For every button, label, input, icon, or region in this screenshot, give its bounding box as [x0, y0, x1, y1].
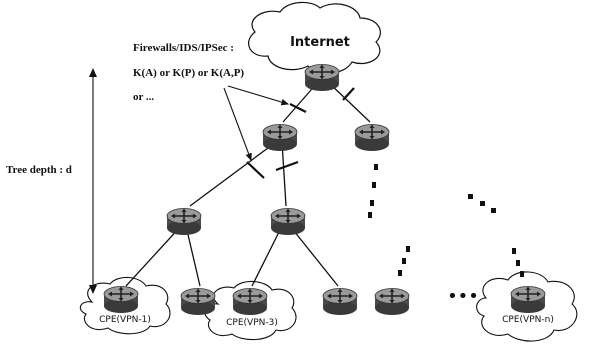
- internet-cloud: [248, 1, 381, 74]
- annotation-line-2: K(A) or K(P) or K(A,P): [133, 67, 244, 79]
- cpe-label-3: CPE(VPN-3): [226, 318, 278, 328]
- router-leaf-1: [103, 285, 139, 314]
- cpe-label-1: CPE(VPN-1): [99, 315, 151, 325]
- ellipsis: •••: [447, 286, 479, 307]
- router-l1-right: [354, 123, 390, 152]
- annotation-line-3: or ...: [133, 91, 154, 103]
- router-l1-left: [262, 123, 298, 152]
- annotation-line-1: Firewalls/IDS/IPSec :: [133, 42, 234, 54]
- continuation-dots: [368, 164, 524, 277]
- cpe-label-n: CPE(VPN-n): [502, 315, 554, 325]
- router-leaf-3: [232, 287, 268, 316]
- internet-label: Internet: [290, 35, 350, 50]
- router-l2-mid: [270, 207, 306, 236]
- router-leaf-4: [322, 287, 358, 316]
- annotation-arrows: [223, 85, 290, 162]
- router-root: [304, 63, 340, 92]
- tree-depth-label: Tree depth : d: [6, 164, 72, 176]
- router-leaf-n: [510, 285, 546, 314]
- firewall-marks: [246, 87, 355, 179]
- tree-depth-arrow-bottom: [89, 285, 97, 294]
- router-leaf-2: [180, 287, 216, 316]
- tree-depth-arrow-top: [89, 68, 97, 77]
- router-leaf-5: [374, 287, 410, 316]
- links: [125, 81, 371, 287]
- router-l2-left: [166, 207, 202, 236]
